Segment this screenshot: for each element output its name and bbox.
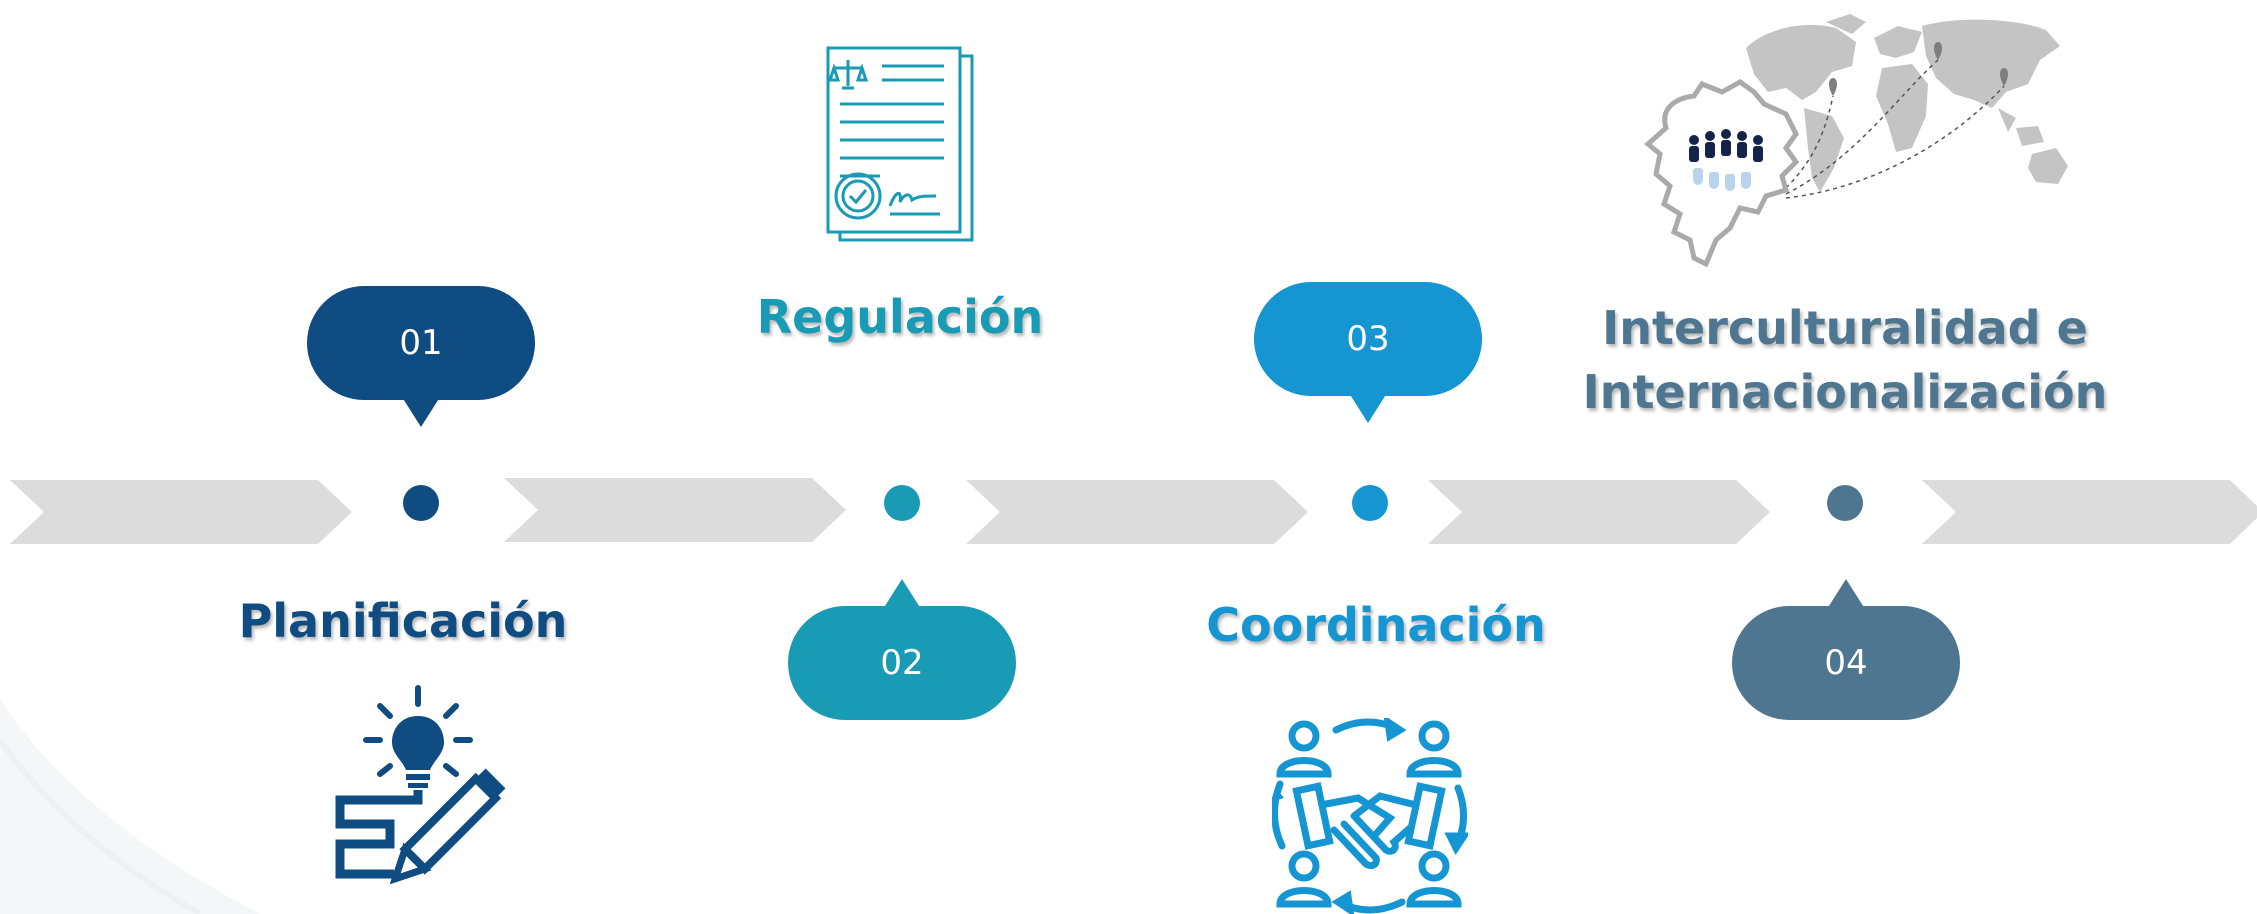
lightbulb-plan-pencil-icon — [335, 685, 506, 884]
timeline-chevron — [966, 480, 1308, 544]
timeline-chevron — [1922, 480, 2257, 544]
world-map-people-icon — [1644, 14, 2068, 268]
timeline-dot-01 — [403, 485, 439, 521]
step-label-line: Interculturalidad e — [1602, 301, 2088, 355]
step-label-planificacion: Planificación — [238, 594, 568, 648]
step-number-bubble-04: 04 — [1732, 579, 1960, 720]
step-number: 04 — [1824, 643, 1868, 683]
step-number: 02 — [880, 643, 924, 683]
timeline-dot-02 — [884, 485, 920, 521]
step-number-bubble-02: 02 — [788, 579, 1016, 720]
timeline-chevron — [10, 480, 352, 544]
timeline-arrow-track — [10, 478, 2257, 544]
timeline-chevron — [504, 478, 846, 542]
step-label-regulacion: Regulación — [756, 290, 1044, 344]
step-label-coordinacion: Coordinación — [1206, 598, 1546, 652]
step-label-interculturalidad: Interculturalidad e Internacionalización — [1540, 296, 2150, 424]
timeline-dot-03 — [1352, 485, 1388, 521]
timeline-dot-04 — [1827, 485, 1863, 521]
step-label-line: Internacionalización — [1582, 365, 2108, 419]
legal-document-icon — [826, 46, 974, 242]
step-number-bubble-01: 01 — [307, 286, 535, 427]
handshake-team-icon — [1272, 718, 1468, 914]
step-number: 01 — [399, 323, 443, 363]
timeline-chevron — [1428, 480, 1770, 544]
step-number-bubble-03: 03 — [1254, 282, 1482, 423]
step-number: 03 — [1346, 319, 1390, 359]
